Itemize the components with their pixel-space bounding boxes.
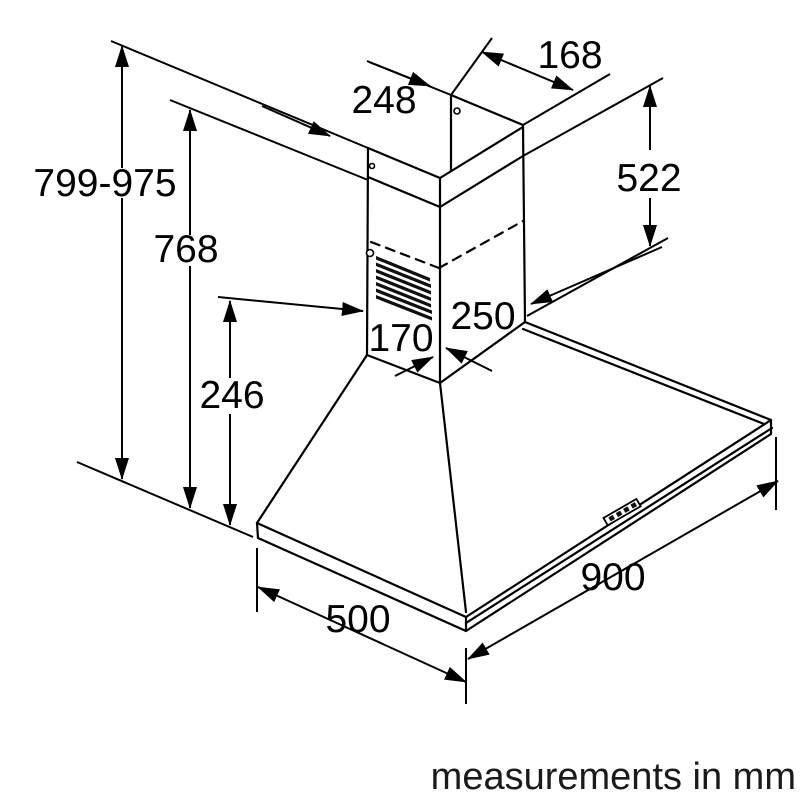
mounting-bracket xyxy=(449,93,525,173)
dim-248-right-arrow xyxy=(368,61,431,87)
dimension-labels: 799-975 768 246 248 168 522 170 250 900 … xyxy=(33,34,681,641)
telescopic-joint-left xyxy=(369,240,441,270)
chimney-rim-bottom xyxy=(366,154,525,209)
dim-label-overall-height: 799-975 xyxy=(33,162,176,205)
chimney-bottom-right-edge xyxy=(438,320,527,385)
canopy-left-slant-edge xyxy=(255,353,369,525)
dim-170-right-arrow xyxy=(394,356,434,377)
dim-500 xyxy=(257,586,467,683)
dim-label-250: 250 xyxy=(450,295,515,338)
chimney-back-edge xyxy=(521,123,527,324)
dim-label-246: 246 xyxy=(199,374,264,417)
dim-label-170: 170 xyxy=(368,317,433,360)
canopy-right-slant-edge xyxy=(523,320,773,422)
dim-250-left-arrow xyxy=(445,347,493,372)
ext-line-top-outer xyxy=(110,40,369,149)
bracket-screw-hole xyxy=(453,107,461,115)
chimney-rim-top xyxy=(366,125,525,180)
chimney xyxy=(365,93,527,385)
dim-170-left-arrow xyxy=(217,296,364,316)
base-left-corner-edge xyxy=(255,521,260,540)
vent-grille xyxy=(376,256,432,321)
dim-label-248: 248 xyxy=(351,79,416,122)
canopy xyxy=(255,320,773,614)
chimney-screw-hole-upper xyxy=(368,162,376,170)
dim-250-right-arrow xyxy=(530,246,663,305)
units-note: measurements in mm xyxy=(431,756,796,798)
dim-900 xyxy=(467,480,779,660)
dim-label-768: 768 xyxy=(153,228,218,271)
chimney-screw-hole-lower xyxy=(365,248,375,258)
extension-lines xyxy=(76,37,777,704)
chimney-bottom-left-edge xyxy=(365,353,442,385)
dimension-lines xyxy=(115,45,779,683)
ext-line-hood-bottom xyxy=(76,461,254,538)
dim-label-500: 500 xyxy=(325,598,390,641)
telescopic-joint-right xyxy=(437,219,525,270)
ext-line-522-bottom xyxy=(526,237,669,317)
ext-line-522-top xyxy=(522,77,664,157)
ext-line-168-right xyxy=(522,73,611,126)
canopy-front-slant-edge xyxy=(438,381,468,614)
ext-line-168-left xyxy=(450,37,493,96)
dim-label-168: 168 xyxy=(537,34,602,77)
base-top-rim xyxy=(255,418,773,619)
dim-248-left-arrow xyxy=(261,105,331,137)
dim-label-522: 522 xyxy=(616,157,681,200)
dim-label-900: 900 xyxy=(580,556,645,599)
dim-168 xyxy=(481,51,574,91)
canopy-right-slant-edge-inner xyxy=(521,327,766,426)
ext-line-top-inner xyxy=(169,99,369,181)
